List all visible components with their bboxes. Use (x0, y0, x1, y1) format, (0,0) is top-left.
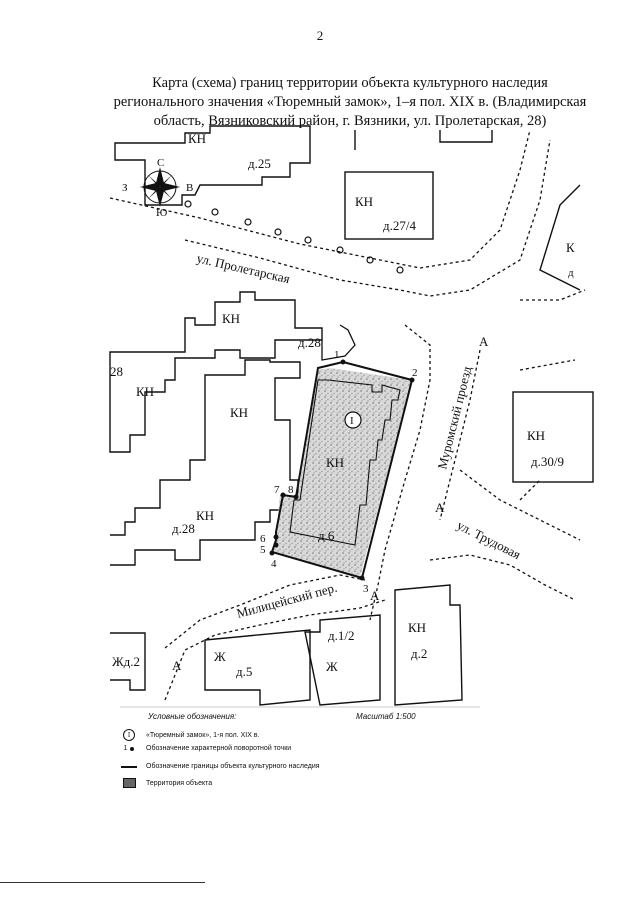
legend-text-point: Обозначение характерной поворотной точки (146, 745, 292, 752)
legend-roman-icon: I (123, 729, 135, 741)
legend-title: Условные обозначения: (148, 712, 237, 721)
label-d1-2: д.1/2 (328, 628, 354, 643)
compass-icon (140, 167, 180, 207)
map-title: Карта (схема) границ территории объекта … (100, 74, 600, 131)
building-right-edge (539, 184, 581, 291)
compass-n: С (157, 157, 164, 169)
muromsky-edge-right (439, 349, 481, 521)
point-7: 7 (274, 484, 280, 496)
label-d5: д.5 (236, 664, 252, 679)
legend-text-object: «Тюремный замок», 1-я пол. XIX в. (146, 731, 260, 739)
label-kn-2: КН (408, 620, 426, 635)
label-d25: д.25 (248, 156, 271, 171)
legend-text-boundary: Обозначение границы объекта культурного … (146, 763, 320, 770)
object-building (289, 379, 401, 546)
street-muromsky: Муромский проезд (434, 364, 474, 470)
building-zh-d2 (110, 632, 146, 691)
muromsky-edge-left (369, 324, 431, 621)
street-trees (184, 200, 404, 274)
militseisky-edge-top (164, 574, 366, 649)
label-kn-27: КН (355, 194, 373, 209)
object-territory (272, 368, 412, 577)
building-27-4 (344, 171, 434, 240)
top-structure-lines (354, 130, 493, 150)
label-d6: д.6 (318, 528, 335, 543)
label-zh-d2: Жд.2 (112, 654, 140, 669)
label-d2: д.2 (411, 646, 427, 661)
building-28-lower (110, 359, 301, 566)
building-30-9 (512, 391, 594, 483)
legend-item-point: 1 Обозначение характерной поворотной точ… (118, 745, 292, 752)
label-a-2: А (435, 500, 445, 515)
point-6: 6 (260, 533, 266, 545)
point-2: 2 (412, 367, 418, 379)
title-line-3: область, Вязниковский район, г. Вязники,… (153, 113, 547, 129)
label-kn-28c: КН (230, 405, 248, 420)
label-d28-top: д.28 (298, 335, 321, 350)
point-1: 1 (334, 349, 340, 361)
label-kn-28b: КН (136, 384, 154, 399)
label-a-3: А (370, 588, 380, 603)
legend-item-boundary: Обозначение границы объекта культурного … (118, 763, 320, 770)
label-d27-4: д.27/4 (383, 218, 416, 233)
label-kn-28d: КН (196, 508, 214, 523)
label-28-left: 28 (110, 364, 123, 379)
object-number: I (350, 415, 354, 427)
right-dashed-edge (519, 359, 576, 501)
legend-item-object: I «Тюремный замок», 1-я пол. XIX в. (118, 729, 259, 741)
label-kn-object: КН (326, 455, 344, 470)
building-top-left (114, 125, 311, 206)
label-a-1: А (479, 334, 489, 349)
street-proletarskaya: ул. Пролетарская (195, 250, 291, 286)
trudovaya-edge-bottom (429, 554, 576, 601)
street-edge-bottom (184, 139, 551, 297)
legend-line-icon (121, 765, 137, 768)
label-kn-top: КН (188, 131, 206, 146)
legend-point-icon: 1 (124, 745, 135, 752)
building-d2 (394, 584, 463, 706)
compass-w: З (122, 182, 128, 194)
label-zh-5: Ж (214, 649, 226, 664)
street-trudovaya: ул. Трудовая (455, 517, 523, 562)
legend-text-territory: Территория объекта (146, 779, 213, 787)
point-4: 4 (271, 558, 277, 570)
building-d1-2 (304, 614, 381, 706)
map-scale: Масштаб 1:500 (356, 712, 416, 721)
street-edge-top (109, 129, 531, 269)
compass-s: Ю (156, 207, 167, 219)
legend-territory-icon (122, 778, 136, 788)
footer-divider (0, 882, 205, 883)
label-kn-28a: КН (222, 311, 240, 326)
street-edge-far (520, 289, 586, 301)
point-3: 3 (363, 583, 369, 595)
label-d-edge: д (568, 267, 574, 279)
point-8: 8 (288, 484, 294, 496)
label-d30-9: д.30/9 (531, 454, 564, 469)
legend-item-territory: Территория объекта (118, 778, 212, 788)
label-kn-30: КН (527, 428, 545, 443)
label-d28-lower: д.28 (172, 521, 195, 536)
building-28-left (109, 291, 323, 453)
building-d5 (204, 629, 311, 706)
turning-points (269, 359, 415, 581)
page-number: 2 (316, 28, 324, 43)
label-a-4: А (172, 658, 182, 673)
label-zh-1-2: Ж (326, 659, 338, 674)
trudovaya-edge-top (459, 469, 581, 541)
militseisky-edge-bottom (164, 599, 386, 701)
title-line-1: Карта (схема) границ территории объекта … (152, 75, 548, 91)
boundary-notch (321, 324, 356, 361)
compass-e: В (186, 182, 193, 194)
title-line-2: регионального значения «Тюремный замок»,… (113, 94, 587, 110)
label-k-edge: К (566, 240, 575, 255)
point-5: 5 (260, 544, 266, 556)
